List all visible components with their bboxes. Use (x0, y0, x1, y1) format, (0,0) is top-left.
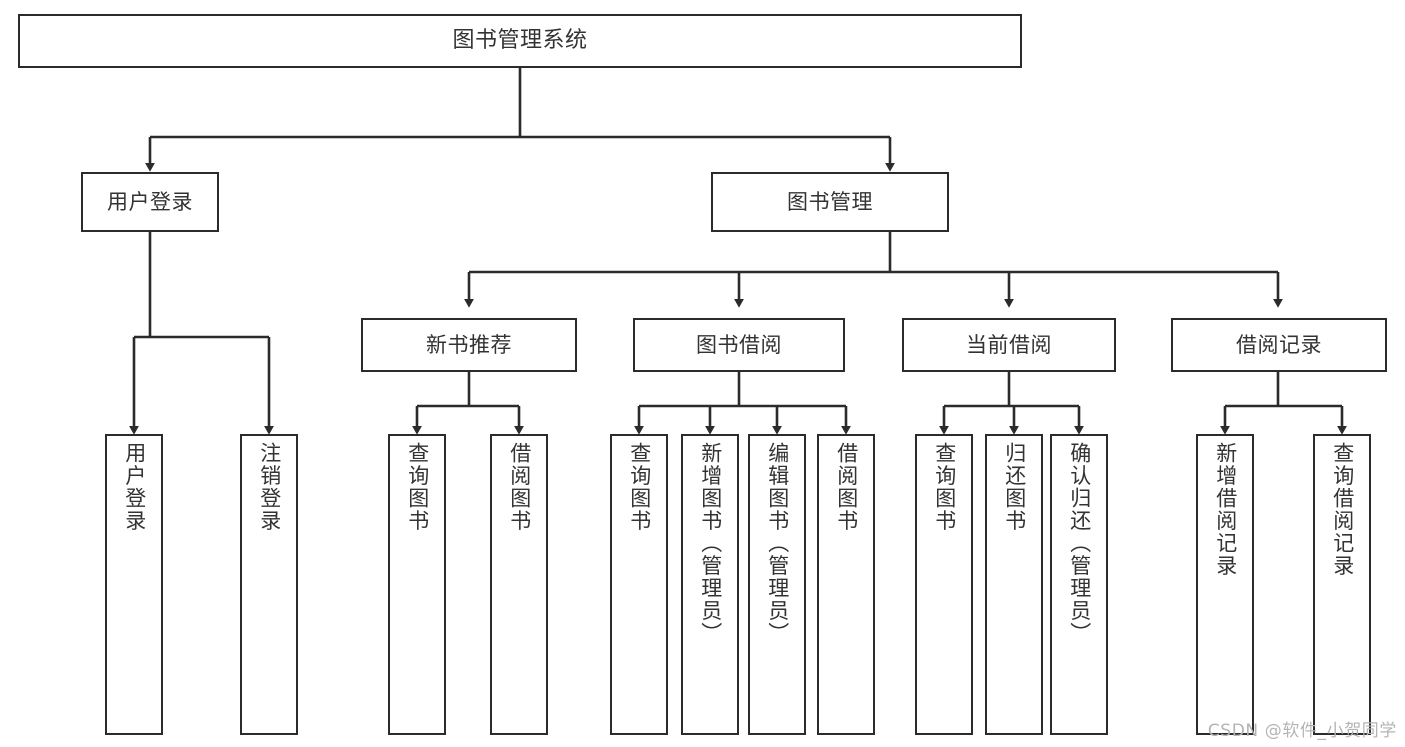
node-leaf-confirm-return[interactable]: 确认归还（管理员） (1050, 434, 1108, 735)
node-leaf-query-book-2-label: 查询图书 (627, 442, 652, 532)
node-leaf-return-book[interactable]: 归还图书 (985, 434, 1043, 735)
node-book-manage[interactable]: 图书管理 (711, 172, 949, 232)
node-leaf-add-record[interactable]: 新增借阅记录 (1196, 434, 1254, 735)
node-user-login[interactable]: 用户登录 (81, 172, 219, 232)
node-root-label: 图书管理系统 (452, 28, 588, 54)
node-leaf-borrow-book-2[interactable]: 借阅图书 (817, 434, 875, 735)
node-borrow-record[interactable]: 借阅记录 (1171, 318, 1387, 372)
node-new-book-recommend[interactable]: 新书推荐 (361, 318, 577, 372)
node-borrow-record-label: 借阅记录 (1236, 332, 1322, 357)
node-leaf-user-logout-label: 注销登录 (257, 442, 282, 532)
node-leaf-query-book-1-label: 查询图书 (405, 442, 430, 532)
node-leaf-query-book-3[interactable]: 查询图书 (915, 434, 973, 735)
node-current-borrow[interactable]: 当前借阅 (902, 318, 1116, 372)
node-book-borrow[interactable]: 图书借阅 (633, 318, 845, 372)
node-book-borrow-label: 图书借阅 (696, 332, 782, 357)
node-leaf-add-book[interactable]: 新增图书（管理员） (681, 434, 739, 735)
node-new-book-recommend-label: 新书推荐 (426, 332, 512, 357)
node-leaf-user-logout[interactable]: 注销登录 (240, 434, 298, 735)
node-leaf-query-book-1[interactable]: 查询图书 (388, 434, 446, 735)
node-book-manage-label: 图书管理 (787, 189, 873, 214)
node-leaf-borrow-book-1-label: 借阅图书 (507, 442, 532, 532)
node-leaf-query-book-2[interactable]: 查询图书 (610, 434, 668, 735)
node-leaf-confirm-return-label: 确认归还（管理员） (1067, 442, 1092, 645)
node-leaf-return-book-label: 归还图书 (1002, 442, 1027, 532)
node-leaf-add-book-label: 新增图书（管理员） (698, 442, 723, 645)
node-leaf-query-record-label: 查询借阅记录 (1330, 442, 1355, 577)
node-current-borrow-label: 当前借阅 (966, 332, 1052, 357)
node-leaf-add-record-label: 新增借阅记录 (1213, 442, 1238, 577)
node-user-login-label: 用户登录 (107, 189, 193, 214)
node-leaf-user-login[interactable]: 用户登录 (105, 434, 163, 735)
node-leaf-user-login-label: 用户登录 (122, 442, 147, 532)
node-leaf-edit-book[interactable]: 编辑图书（管理员） (748, 434, 806, 735)
node-leaf-borrow-book-1[interactable]: 借阅图书 (490, 434, 548, 735)
watermark: CSDN @软件_小贺同学 (1207, 721, 1397, 741)
node-leaf-borrow-book-2-label: 借阅图书 (834, 442, 859, 532)
node-root[interactable]: 图书管理系统 (18, 14, 1022, 68)
node-leaf-query-book-3-label: 查询图书 (932, 442, 957, 532)
node-leaf-query-record[interactable]: 查询借阅记录 (1313, 434, 1371, 735)
node-leaf-edit-book-label: 编辑图书（管理员） (765, 442, 790, 645)
